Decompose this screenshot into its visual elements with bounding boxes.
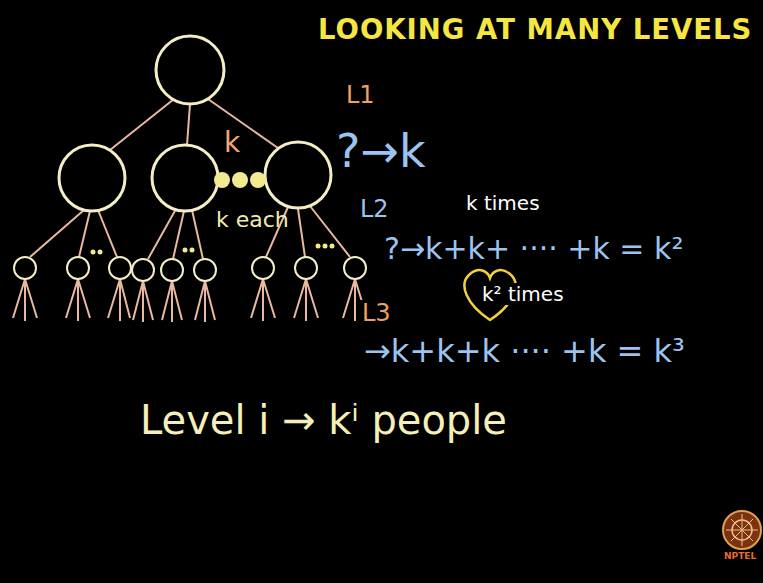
middle-links — [148, 209, 203, 259]
branch-note: k each — [216, 208, 289, 232]
root-links — [110, 99, 278, 150]
tree-links — [13, 99, 367, 322]
logo-spokes — [726, 514, 758, 546]
dot — [250, 172, 266, 188]
level2-circle — [161, 259, 183, 281]
left-links — [30, 210, 117, 257]
dot — [316, 244, 321, 249]
level2-circle — [132, 259, 154, 281]
general-rule: Level i → kⁱ people — [140, 398, 507, 442]
logo-text: NPTEL — [724, 552, 756, 562]
level1-circle — [59, 145, 125, 211]
branch-count: k — [224, 128, 240, 159]
level2-circle — [295, 257, 317, 279]
level2-circles — [14, 257, 366, 281]
level2-circle — [252, 257, 274, 279]
logo-disc — [723, 511, 761, 549]
dot — [183, 248, 188, 253]
tree-circles — [59, 36, 331, 211]
level-sum: ?→k+k+ ···· +k = k² — [384, 232, 683, 265]
level2-circle — [67, 257, 89, 279]
level2-circle — [344, 257, 366, 279]
dot — [232, 172, 248, 188]
level-tag: L3 — [360, 300, 393, 326]
level2-circle — [194, 259, 216, 281]
ellipsis-dots — [91, 172, 335, 255]
dot — [330, 244, 335, 249]
dot — [214, 172, 230, 188]
level2-circle — [14, 257, 36, 279]
nptel-logo — [723, 511, 761, 549]
page-title: LOOKING AT MANY LEVELS — [318, 14, 752, 44]
level-sum: →k+k+k ···· +k = k³ — [364, 334, 685, 369]
repeat-note: k² times — [480, 283, 566, 305]
dot — [91, 250, 96, 255]
level1-circle — [265, 142, 331, 208]
level1-circle — [152, 145, 218, 211]
repeat-note: k times — [466, 192, 540, 214]
level-tag: L2 — [360, 196, 389, 222]
level-tag: L1 — [346, 82, 375, 108]
dot — [323, 244, 328, 249]
dot — [190, 248, 195, 253]
level-count: ?→k — [336, 126, 426, 177]
root-circle — [156, 36, 224, 104]
leaf-links — [13, 279, 367, 322]
dot — [98, 250, 103, 255]
level2-circle — [109, 257, 131, 279]
